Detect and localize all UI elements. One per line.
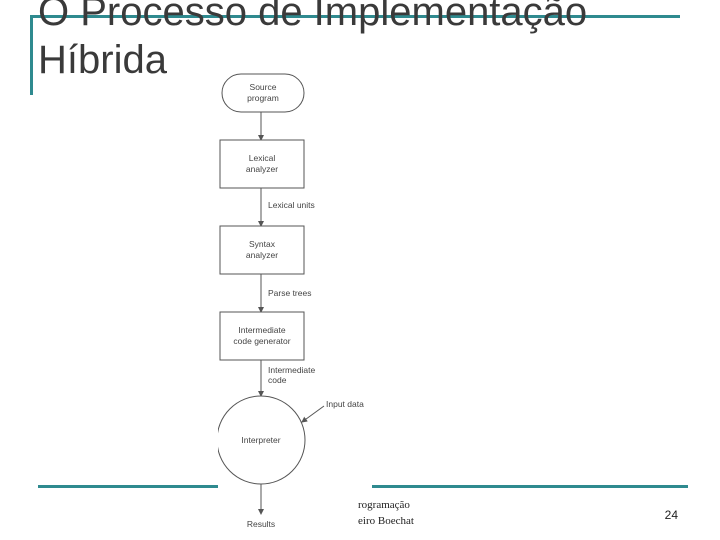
- edge-input-data: [301, 405, 325, 423]
- diagram-svg: Source program Lexical analyzer Lexical …: [218, 73, 364, 529]
- footer-line-1: rogramação: [358, 499, 410, 511]
- syntax-analyzer-node: [219, 225, 305, 275]
- icg-label-1: Intermediate: [238, 325, 286, 335]
- results-label: Results: [247, 519, 275, 529]
- parse-trees-label: Parse trees: [268, 288, 311, 298]
- intermediate-code-label-1: Intermediate: [268, 365, 316, 375]
- intermediate-code-label-2: code: [268, 375, 287, 385]
- page-number: 24: [664, 508, 678, 522]
- syntax-analyzer-label-2: analyzer: [246, 250, 278, 260]
- top-rule: [30, 15, 680, 18]
- slide-title: O Processo de Implementação Híbrida: [38, 0, 678, 84]
- lexical-analyzer-node: [219, 139, 305, 189]
- lexical-analyzer-label-1: Lexical: [249, 153, 276, 163]
- interpreter-label: Interpreter: [241, 435, 280, 445]
- compilation-diagram: Source program Lexical analyzer Lexical …: [218, 70, 372, 540]
- lexical-units-label: Lexical units: [268, 200, 315, 210]
- input-data-label: Input data: [326, 399, 364, 409]
- icg-label-2: code generator: [233, 336, 290, 346]
- lexical-analyzer-label-2: analyzer: [246, 164, 278, 174]
- slide-title-line-1: O Processo de Implementação: [38, 0, 588, 34]
- slide-title-line-2: Híbrida: [38, 38, 167, 82]
- source-program-label-1: Source: [250, 82, 277, 92]
- syntax-analyzer-label-1: Syntax: [249, 239, 276, 249]
- source-program-node: [221, 73, 305, 113]
- intermediate-code-generator-node: [219, 311, 305, 361]
- slide-footer: rogramação eiro Boechat: [358, 497, 414, 529]
- footer-line-2: eiro Boechat: [358, 515, 414, 527]
- left-rule: [30, 15, 33, 95]
- source-program-label-2: program: [247, 93, 279, 103]
